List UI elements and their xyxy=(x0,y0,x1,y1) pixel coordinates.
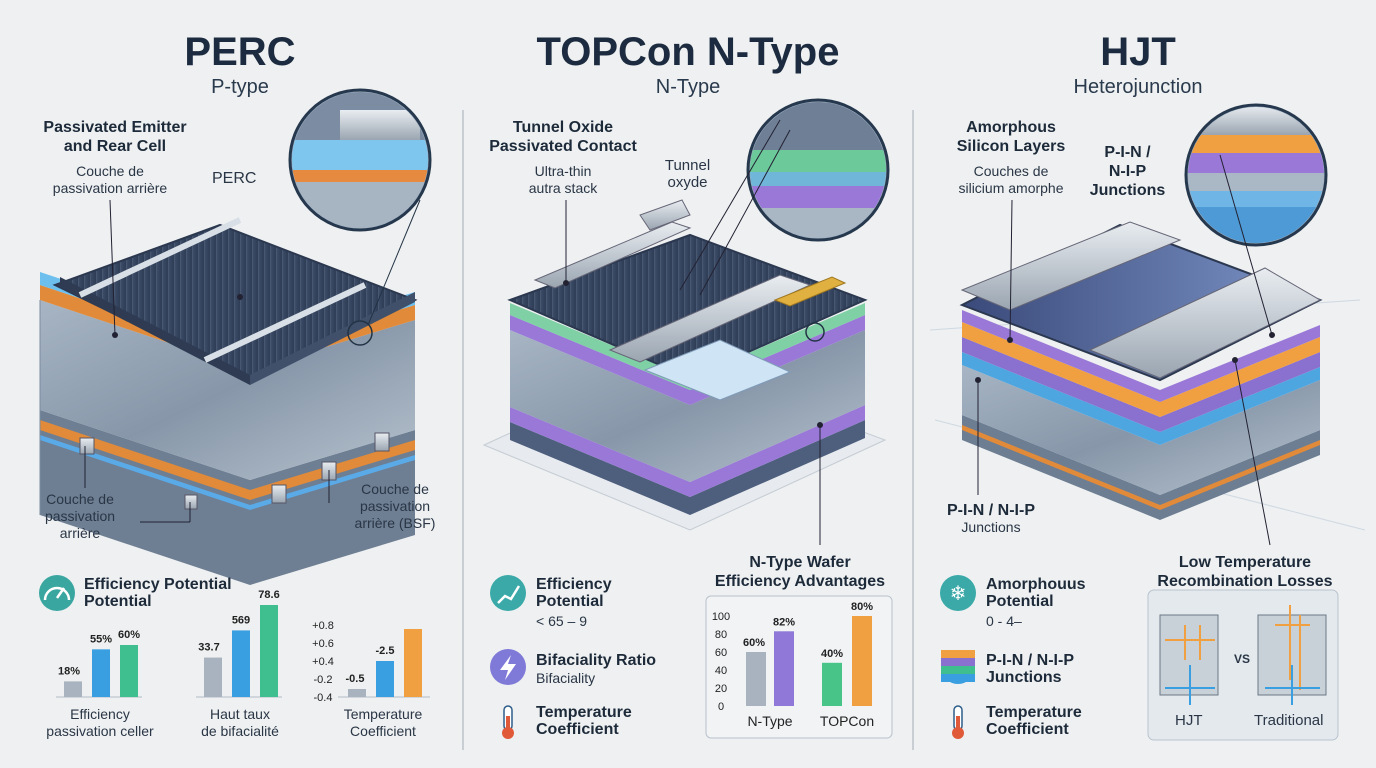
topcon-metric-efficiency: Efficiency Potential xyxy=(536,576,612,610)
chart-bar xyxy=(92,649,110,697)
gauge-icon-bg xyxy=(39,575,75,611)
hjt-callout-sub: Couches de silicium amorphe xyxy=(958,163,1064,196)
chart-value-label: 78.6 xyxy=(258,589,279,601)
topcon-callout-title: Tunnel Oxide Passivated Contact xyxy=(489,119,637,155)
perc-label: PERC xyxy=(212,170,257,187)
perc-metric-efficiency: Efficiency Potential Potential xyxy=(84,576,232,610)
chart-bar xyxy=(64,681,82,697)
perc-label-bottom-left: Couche de passivation arrière xyxy=(44,491,116,541)
chart-value-label: 569 xyxy=(232,614,250,626)
topcon-metric-bifaciality-sub: Bifaciality xyxy=(536,670,596,686)
hjt-compare-vs: VS xyxy=(1234,652,1251,666)
chart-bar xyxy=(232,630,250,697)
chart-tick-label: 100 xyxy=(712,611,730,623)
perc-chart1-caption: Efficiency passivation celler xyxy=(46,706,154,739)
chart-bar xyxy=(852,616,872,706)
chart-bar xyxy=(376,661,394,697)
chart-bar xyxy=(204,657,222,697)
hjt-title: HJT xyxy=(1100,30,1176,74)
chart-tick-label: +0.8 xyxy=(312,620,334,632)
perc-title: PERC xyxy=(184,30,296,74)
chart-value-label: 80% xyxy=(851,601,873,613)
chart-value-label: -2.5 xyxy=(376,645,395,657)
column-divider xyxy=(912,110,914,750)
perc-label-bottom-right: Couche de passivation arrière (BSF) xyxy=(354,481,436,531)
perc-chart2-caption: Haut taux de bifacialité xyxy=(201,706,279,739)
hjt-pin-bottom-label: P-I-N / N-I-P xyxy=(947,502,1035,519)
chart-value-label: 33.7 xyxy=(198,642,219,654)
chart-bar xyxy=(822,662,842,706)
chart-tick-label: -0.4 xyxy=(314,692,333,704)
chart-category-label: TOPCon xyxy=(820,713,874,729)
chart-tick-label: 40 xyxy=(715,665,727,677)
topcon-cell-illustration xyxy=(482,98,890,545)
chart-tick-label: 0 xyxy=(718,701,724,713)
hjt-pin-top-label: P-I-N / N-I-P Junctions xyxy=(1089,144,1166,199)
perc-chart3-caption: Temperature Coefficient xyxy=(343,706,423,739)
chart-value-label: 60% xyxy=(743,637,765,649)
chart-value-label: 40% xyxy=(821,648,843,660)
chart-tick-label: +0.6 xyxy=(312,638,334,650)
chart-tick-label: 80 xyxy=(715,629,727,641)
chart-tick-label: +0.4 xyxy=(312,656,334,668)
chart-bar xyxy=(774,631,794,706)
hjt-pin-bottom-sub: Junctions xyxy=(961,519,1021,535)
hjt-subtitle: Heterojunction xyxy=(1073,76,1203,98)
chart-value-label: -0.5 xyxy=(346,673,365,685)
svg-text:❄: ❄ xyxy=(950,583,967,605)
hjt-metric-amorphous: Amorphouus Potential xyxy=(986,576,1086,610)
topcon-label-tunnel: Tunnel oxyde xyxy=(664,157,711,191)
column-divider xyxy=(462,110,464,750)
hjt-callout-title: Amorphous Silicon Layers xyxy=(956,119,1066,155)
topcon-metric-bifaciality: Bifaciality Ratio xyxy=(536,652,657,669)
perc-callout-title: Passivated Emitter and Rear Cell xyxy=(43,119,187,155)
hjt-metric-amorphous-sub: 0 - 4– xyxy=(986,613,1022,629)
chart-tick-label: 20 xyxy=(715,683,727,695)
topcon-wafer-heading: N-Type Wafer Efficiency Advantages xyxy=(714,554,886,590)
chart-value-label: 18% xyxy=(58,665,80,677)
chart-bar xyxy=(260,605,278,697)
perc-callout-sub: Couche de passivation arrière xyxy=(52,163,168,196)
chart-value-label: 82% xyxy=(773,616,795,628)
topcon-metric-efficiency-sub: < 65 – 9 xyxy=(536,613,587,629)
chart-bar xyxy=(120,645,138,697)
perc-subtitle: P-type xyxy=(211,76,269,98)
chart-tick-label: -0.2 xyxy=(314,674,333,686)
topcon-metric-temperature: Temperature Coefficient xyxy=(536,704,632,738)
chart-category-label: N-Type xyxy=(747,713,792,729)
chart-bar xyxy=(404,629,422,697)
topcon-subtitle: N-Type xyxy=(655,76,721,98)
topcon-title: TOPCon N-Type xyxy=(536,30,840,74)
chart-tick-label: 60 xyxy=(715,647,727,659)
hjt-metric-temperature: Temperature Coefficient xyxy=(986,704,1082,738)
hjt-metric-junctions: P-I-N / N-I-P Junctions xyxy=(986,652,1074,686)
topcon-callout-sub: Ultra-thin autra stack xyxy=(528,163,598,196)
chart-value-label: 55% xyxy=(90,633,112,645)
chart-bar xyxy=(746,652,766,706)
hjt-vs-traditional-diagram xyxy=(1147,589,1339,741)
hjt-loss-heading: Low Temperature Recombination Losses xyxy=(1157,554,1333,590)
hjt-compare-right: Traditional xyxy=(1254,712,1324,729)
chart-bar xyxy=(348,689,366,697)
perc-cell-illustration xyxy=(39,88,432,585)
hjt-compare-left: HJT xyxy=(1175,712,1203,729)
chart-value-label: 60% xyxy=(118,629,140,641)
